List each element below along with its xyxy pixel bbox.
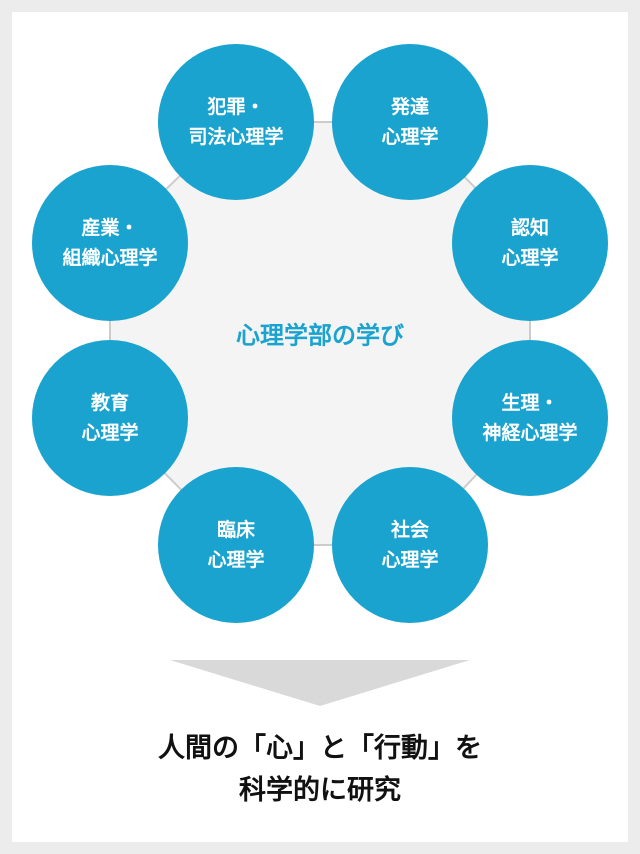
topic-circle (158, 44, 314, 200)
topic-label-line2: 神経心理学 (482, 422, 578, 444)
topic-circle (452, 165, 608, 321)
topic-label-line2: 司法心理学 (188, 126, 284, 148)
topic-label-line1: 犯罪・ (207, 96, 265, 118)
topic-label: 生理・神経心理学 (452, 388, 608, 448)
topic-label: 発達心理学 (332, 92, 488, 152)
topic-label: 臨床心理学 (158, 515, 314, 575)
topic-circle (32, 340, 188, 496)
topic-label-line1: 発達 (390, 96, 429, 118)
topic-label-line1: 社会 (390, 519, 429, 541)
conclusion-text: 人間の「心」と「行動」を 科学的に研究 (0, 728, 640, 812)
topic-circle (158, 467, 314, 623)
topic-circle (32, 165, 188, 321)
topic-label-line1: 臨床 (216, 519, 255, 541)
conclusion-line-2: 科学的に研究 (239, 775, 401, 806)
topic-label-line1: 認知 (510, 217, 549, 239)
topic-label-line2: 心理学 (501, 247, 559, 269)
topic-circle (452, 340, 608, 496)
topic-label-line2: 組織心理学 (62, 247, 158, 269)
topic-circle (332, 467, 488, 623)
topic-label: 社会心理学 (332, 515, 488, 575)
center-label: 心理学部の学び (236, 321, 404, 350)
topic-label: 認知心理学 (452, 213, 608, 273)
topic-label-line2: 心理学 (381, 549, 439, 571)
topic-label-line2: 心理学 (381, 126, 439, 148)
topic-label-line1: 生理・ (501, 392, 559, 414)
topic-label: 産業・組織心理学 (32, 213, 188, 273)
topic-label: 犯罪・司法心理学 (158, 92, 314, 152)
down-arrow (170, 660, 470, 706)
topic-label-line1: 産業・ (81, 217, 139, 239)
topic-label: 教育心理学 (32, 388, 188, 448)
topic-label-line2: 心理学 (81, 422, 139, 444)
topic-circle (332, 44, 488, 200)
topic-label-line1: 教育 (90, 392, 129, 414)
conclusion-line-1: 人間の「心」と「行動」を (158, 733, 482, 764)
topic-label-line2: 心理学 (207, 549, 265, 571)
